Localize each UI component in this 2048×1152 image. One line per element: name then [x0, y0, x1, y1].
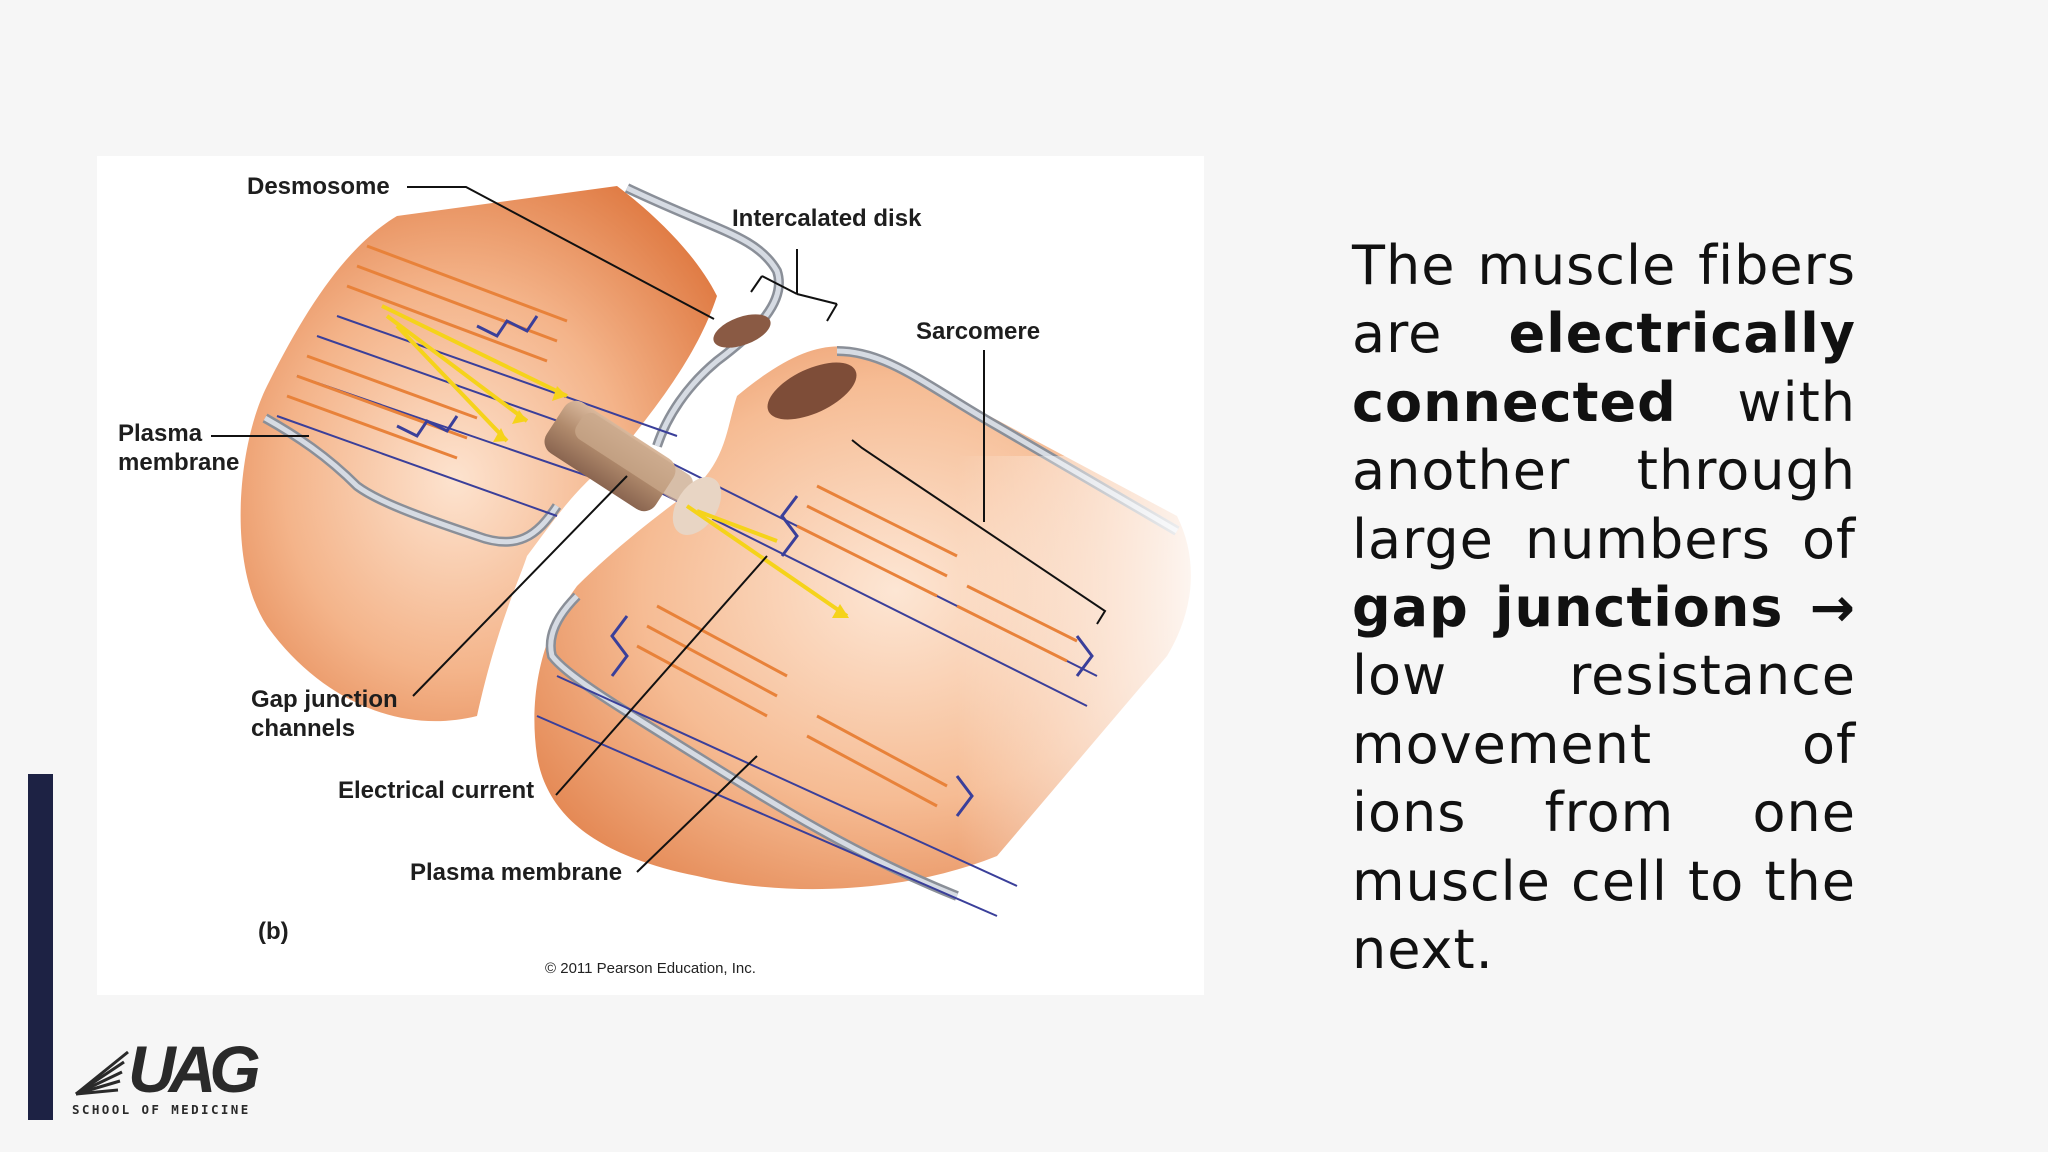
logo-fan-icon [75, 1050, 129, 1096]
left-muscle-cell [240, 183, 784, 722]
logo-mark: UAG [128, 1032, 261, 1106]
label-plasma-membrane-bottom: Plasma membrane [410, 859, 623, 886]
body-text-part3: low resistance movement of ions from one… [1352, 644, 1856, 982]
body-text: The muscle fibers are electrically conne… [1352, 232, 1856, 984]
right-muscle-cell [534, 346, 1197, 916]
electrical-current-arrows [381, 304, 849, 618]
figure-panel: Desmosome Intercalated disk Sarcomere Pl… [97, 156, 1204, 995]
label-desmosome: Desmosome [247, 173, 390, 200]
label-plasma-membrane-2: membrane [118, 449, 240, 476]
label-electrical-current: Electrical current [338, 777, 535, 804]
gap-junction-channels [544, 400, 722, 535]
desmosome-lower [767, 362, 857, 420]
panel-letter: (b) [258, 918, 289, 945]
body-text-part1: The muscle fibers are [1352, 234, 1856, 366]
myofibrils-right [536, 455, 1098, 917]
label-intercalated-disk: Intercalated disk [732, 205, 922, 232]
body-text-bold2: gap junctions → [1352, 576, 1856, 640]
leader-lines [211, 186, 1107, 873]
copyright-notice: © 2011 Pearson Education, Inc. [545, 960, 756, 977]
label-plasma-membrane-1: Plasma [118, 420, 203, 447]
label-gap-junction-2: channels [251, 715, 356, 742]
uag-logo: UAG SCHOOL OF MEDICINE [70, 1036, 280, 1120]
label-sarcomere: Sarcomere [916, 318, 1041, 345]
body-text-part2: with another through large numbers of [1352, 370, 1856, 571]
myofibrils-left [276, 244, 678, 517]
logo-subtitle: SCHOOL OF MEDICINE [72, 1102, 251, 1117]
body-text-bold1: electrically connected [1352, 302, 1856, 434]
accent-bar [28, 774, 53, 1120]
label-gap-junction-1: Gap junction [251, 686, 398, 713]
cardiac-muscle-diagram [211, 183, 1197, 917]
desmosome-upper [713, 314, 771, 348]
